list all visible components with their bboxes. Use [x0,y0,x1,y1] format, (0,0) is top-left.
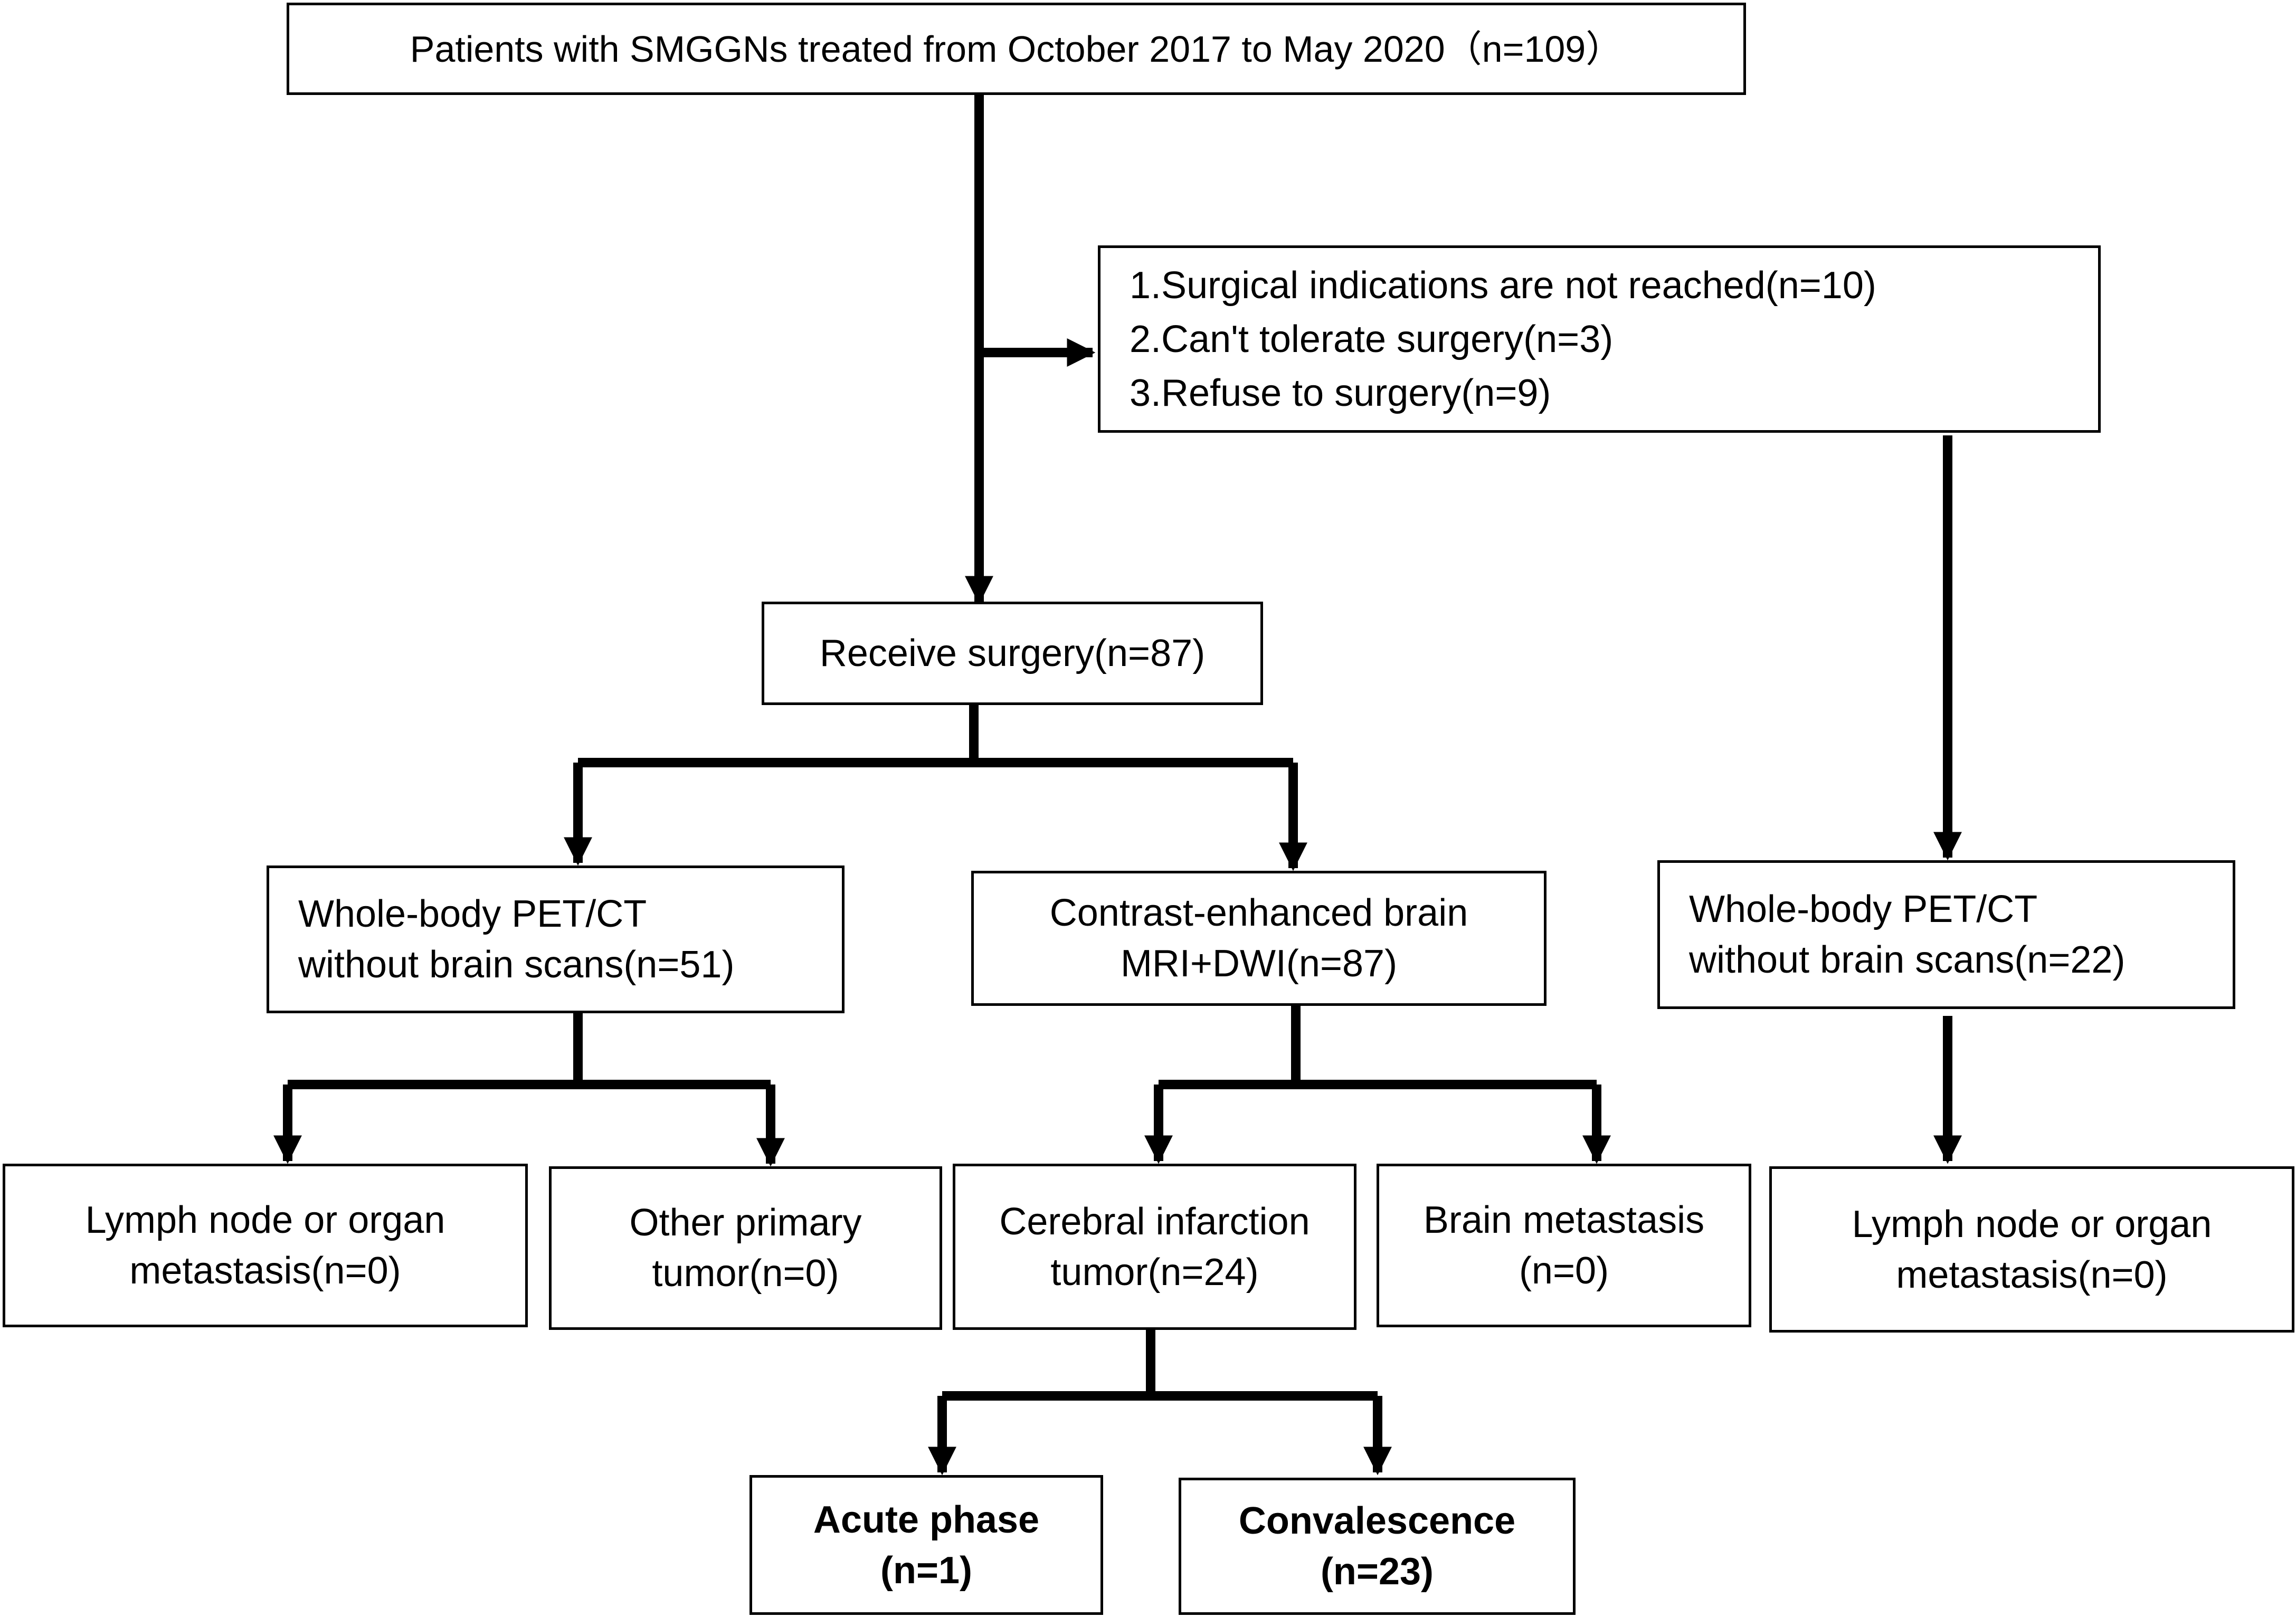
lymph-surgical-line-1: Lymph node or organ [85,1199,445,1241]
surgery-text: Receive surgery(n=87) [819,632,1206,674]
cerebral-line-1: Cerebral infarction [999,1200,1310,1243]
mri-box: Contrast-enhanced brain MRI+DWI(n=87) [971,871,1547,1006]
lymph-nonsurgical-line-2: metastasis(n=0) [1896,1253,2168,1296]
pet-nonsurgical-line-1: Whole-body PET/CT [1689,888,2038,930]
acute-line-2: (n=1) [880,1549,973,1592]
lymph-nonsurgical-box: Lymph node or organ metastasis(n=0) [1769,1166,2294,1333]
cerebral-infarction-box: Cerebral infarction tumor(n=24) [953,1164,1356,1330]
convalescence-line-1: Convalescence [1238,1500,1516,1542]
convalescence-line-2: (n=23) [1320,1551,1434,1593]
excluded-box: 1.Surgical indications are not reached(n… [1098,245,2101,433]
cerebral-line-2: tumor(n=24) [1050,1251,1259,1293]
brain-met-line-1: Brain metastasis [1423,1199,1705,1241]
acute-phase-box: Acute phase (n=1) [749,1475,1103,1615]
pet-surgical-box: Whole-body PET/CT without brain scans(n=… [267,865,845,1013]
mri-line-1: Contrast-enhanced brain [1049,892,1468,934]
convalescence-box: Convalescence (n=23) [1179,1478,1576,1615]
brain-metastasis-box: Brain metastasis (n=0) [1377,1164,1751,1327]
excluded-reason-2: 2.Can't tolerate surgery(n=3) [1130,318,1614,360]
lymph-surgical-line-2: metastasis(n=0) [129,1250,401,1292]
lymph-nonsurgical-line-1: Lymph node or organ [1852,1203,2212,1245]
pet-nonsurgical-line-2: without brain scans(n=22) [1689,939,2126,981]
pet-nonsurgical-box: Whole-body PET/CT without brain scans(n=… [1657,860,2235,1009]
pet-surgical-line-2: without brain scans(n=51) [298,944,735,986]
lymph-surgical-box: Lymph node or organ metastasis(n=0) [3,1164,528,1327]
total-patients-box: Patients with SMGGNs treated from Octobe… [287,3,1746,95]
other-primary-line-1: Other primary [629,1202,862,1244]
other-primary-box: Other primary tumor(n=0) [549,1166,942,1330]
pet-surgical-line-1: Whole-body PET/CT [298,893,647,935]
surgery-box: Receive surgery(n=87) [762,602,1263,705]
excluded-reason-1: 1.Surgical indications are not reached(n… [1130,264,1876,307]
mri-line-2: MRI+DWI(n=87) [1120,943,1398,985]
acute-line-1: Acute phase [813,1498,1040,1541]
excluded-reason-3: 3.Refuse to surgery(n=9) [1130,372,1551,414]
total-patients-text: Patients with SMGGNs treated from Octobe… [410,28,1623,70]
brain-met-line-2: (n=0) [1519,1250,1609,1292]
other-primary-line-2: tumor(n=0) [652,1252,839,1295]
